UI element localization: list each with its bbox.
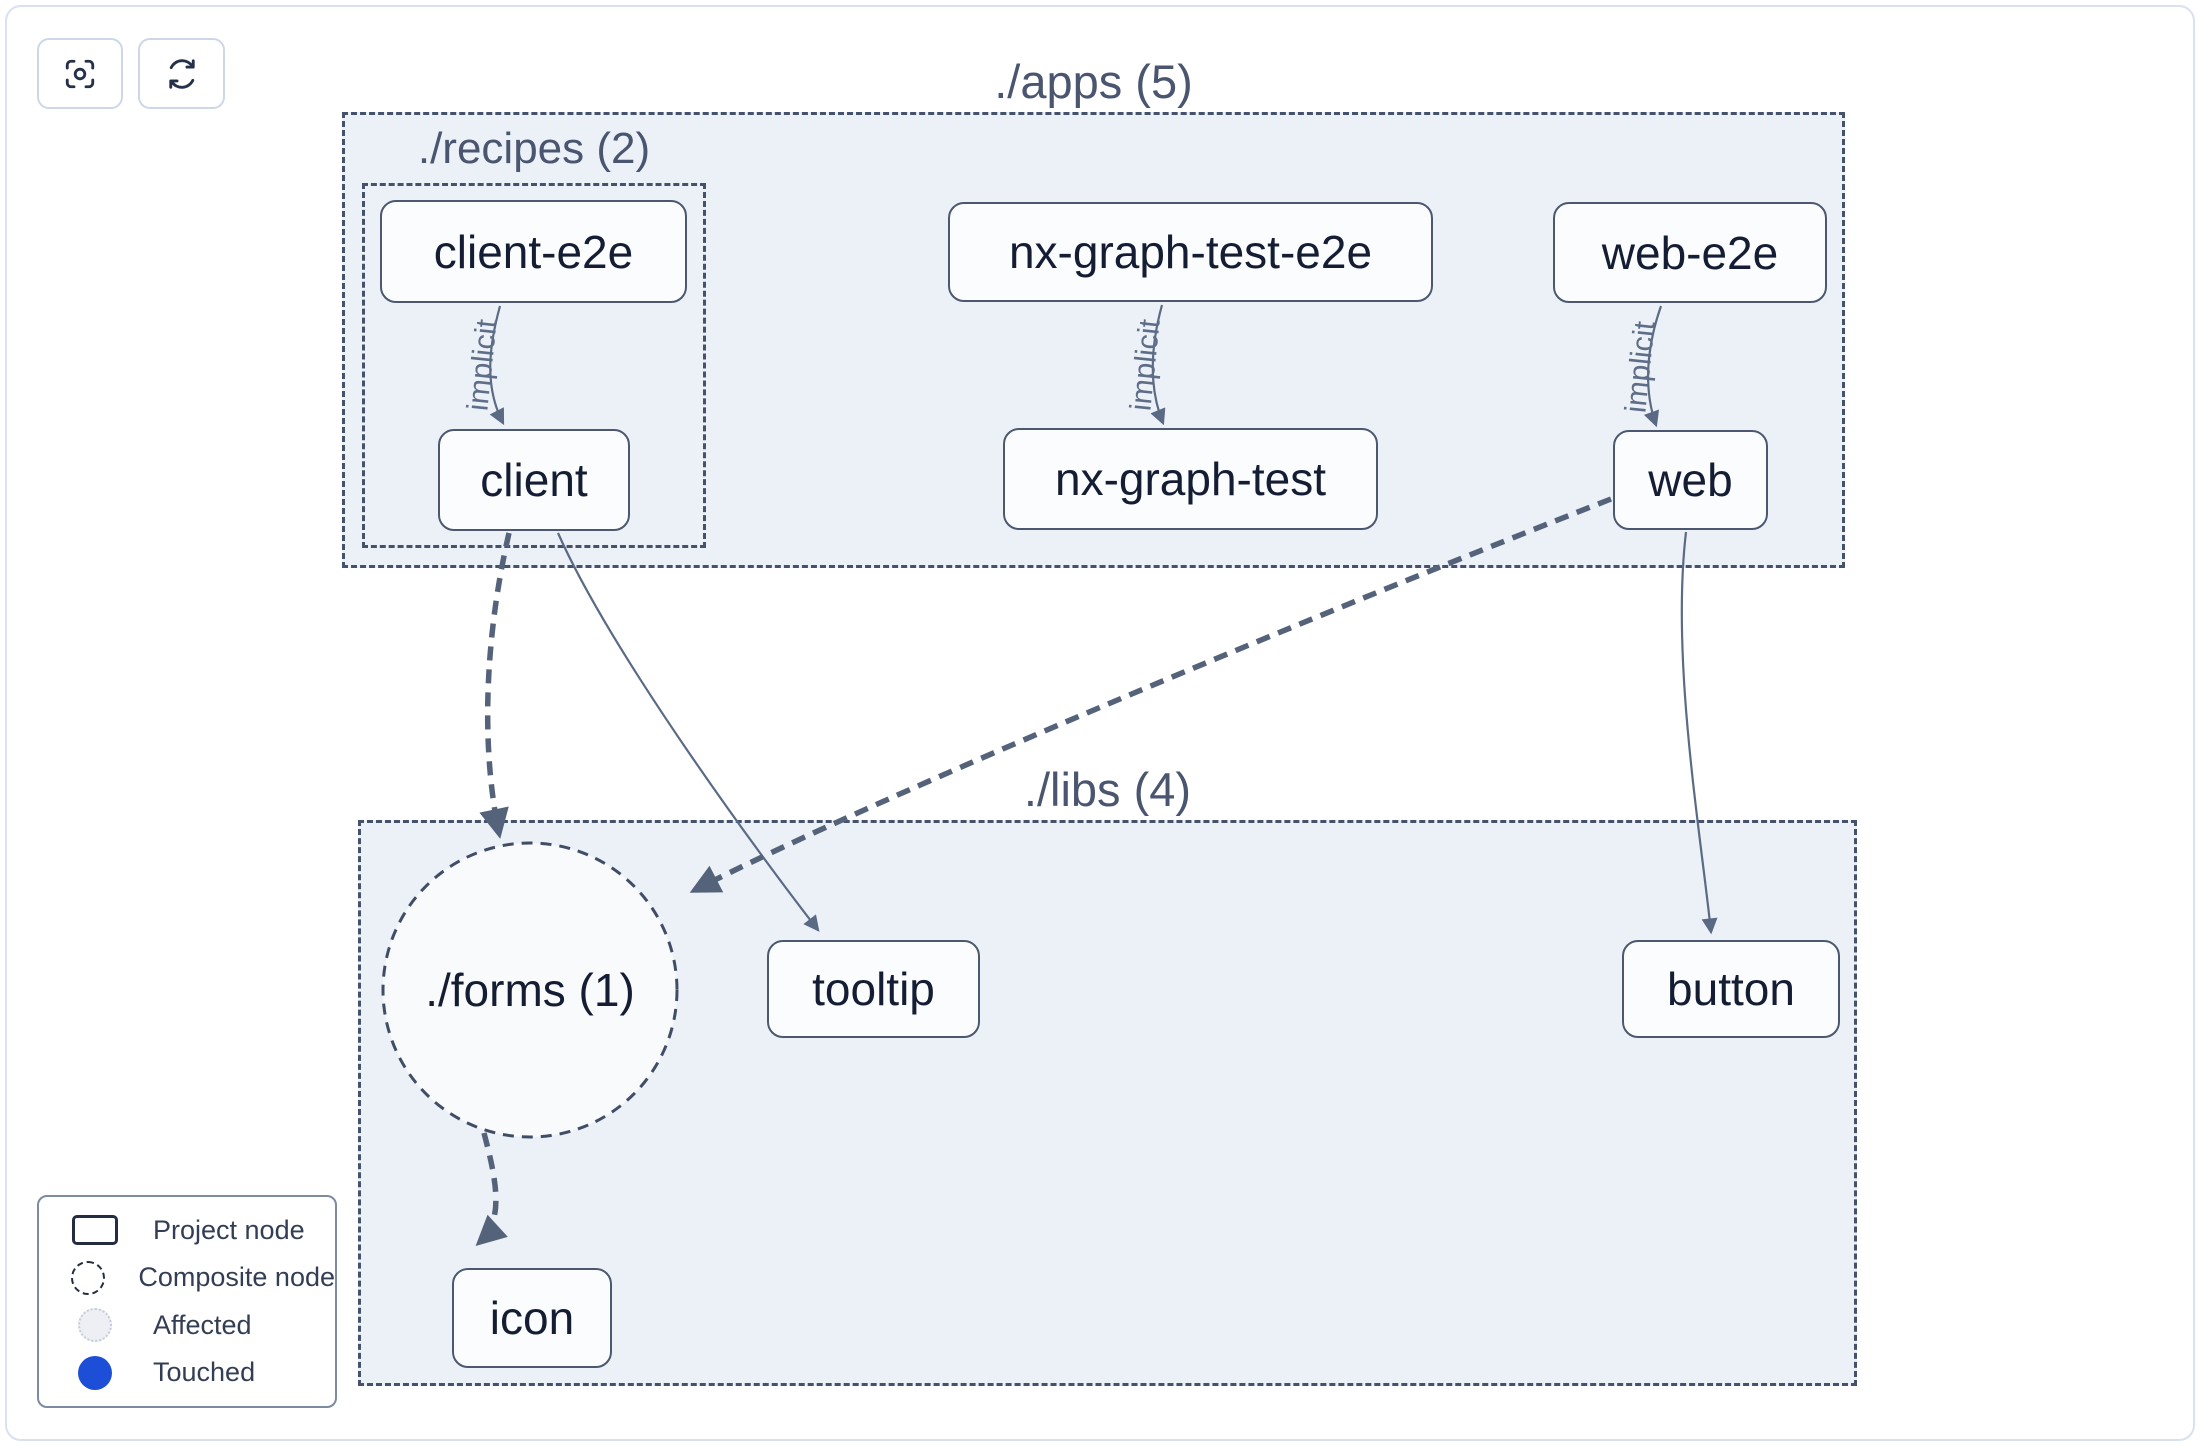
group-label-libs: ./libs (4) [1023,763,1192,816]
legend-label: Project node [153,1214,305,1245]
edge-client-e2e-to-client[interactable] [489,305,505,426]
node-web-e2e[interactable]: web-e2e [1553,202,1827,303]
group-label-apps: ./apps (5) [994,55,1193,108]
affected-swatch [78,1308,112,1343]
edge-client-to-tooltip[interactable] [556,532,820,932]
edge-client-to-forms[interactable] [479,532,512,839]
edge-label-implicit-1: implicit [461,317,503,412]
node-nx-graph-test-e2e[interactable]: nx-graph-test-e2e [948,202,1433,302]
legend-label: Composite node [138,1262,335,1293]
node-nx-graph-test[interactable]: nx-graph-test [1003,428,1378,530]
edge-forms-to-icon[interactable] [475,1132,508,1247]
edge-web-to-forms[interactable] [689,496,1613,893]
edge-web-to-button[interactable] [1680,531,1718,935]
focus-button[interactable] [37,38,123,109]
composite-node-forms-label[interactable]: ./forms (1) [425,964,635,1016]
legend-item-composite-node: Composite node [65,1256,335,1300]
composite-node-forms[interactable] [381,841,679,1139]
edge-label-implicit-2: implicit [1124,317,1166,412]
legend-item-touched: Touched [65,1351,335,1395]
focus-icon [65,59,95,88]
legend: Project node Composite node Affected Tou… [37,1195,337,1408]
group-label-recipes: ./recipes (2) [417,124,651,173]
touched-swatch [78,1355,112,1390]
edge-nx-graph-test-e2e-to-nx-graph-test[interactable] [1150,304,1166,426]
refresh-icon [168,58,195,89]
node-client[interactable]: client [438,429,630,531]
legend-label: Touched [153,1357,256,1388]
edge-web-e2e-to-web[interactable] [1643,305,1663,428]
legend-item-project-node: Project node [65,1208,335,1252]
node-web[interactable]: web [1613,430,1768,530]
node-client-e2e[interactable]: client-e2e [380,200,687,303]
node-tooltip[interactable]: tooltip [767,940,980,1038]
legend-label: Affected [153,1309,252,1340]
edge-label-implicit-3: implicit [1619,319,1661,414]
project-node-swatch [72,1215,118,1246]
node-icon[interactable]: icon [452,1268,612,1368]
composite-node-swatch [70,1260,105,1295]
legend-item-affected: Affected [65,1303,335,1347]
node-button[interactable]: button [1622,940,1840,1038]
group-recipes [362,183,706,548]
refresh-button[interactable] [138,38,225,109]
